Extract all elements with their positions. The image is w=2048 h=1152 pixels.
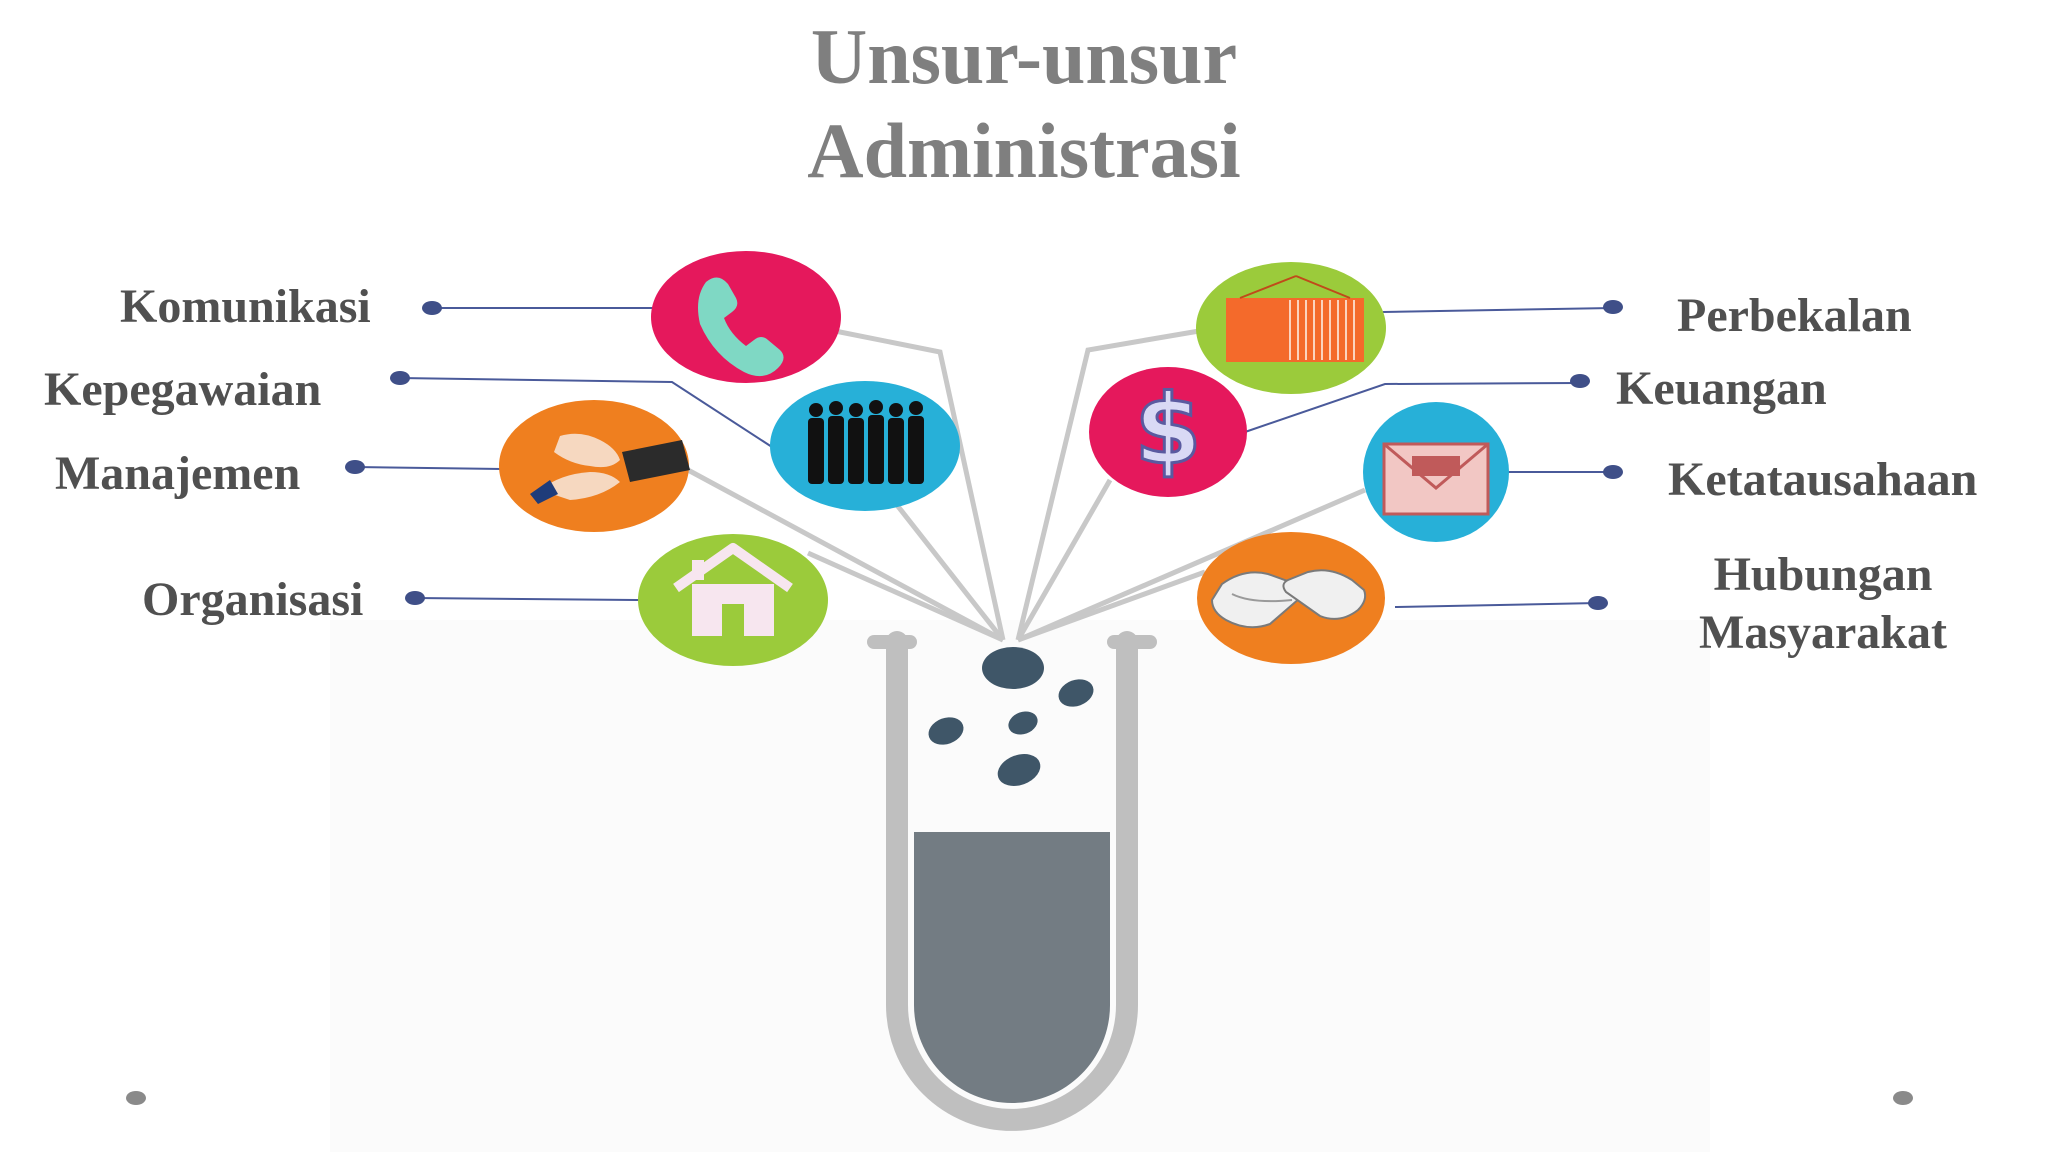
title-line-1: Unsur-unsur xyxy=(810,13,1238,100)
title-line-2: Administrasi xyxy=(807,107,1241,194)
icon-manajemen xyxy=(499,400,690,532)
stem-kepegawaian xyxy=(891,498,1005,642)
handshake-deal-icon xyxy=(530,433,690,504)
bubble xyxy=(997,754,1041,786)
connector-hubungan xyxy=(1394,602,1599,608)
bubble xyxy=(928,717,964,745)
phone-icon xyxy=(698,277,784,377)
icon-perbekalan xyxy=(1196,262,1386,394)
people-silhouette-icon xyxy=(808,400,924,484)
connector-perbekalan xyxy=(1382,307,1614,313)
dot-organisasi xyxy=(405,591,425,605)
stem-ketatausahaan xyxy=(1017,487,1366,643)
label-komunikasi: Komunikasi xyxy=(120,280,371,333)
label-keuangan: Keuangan xyxy=(1616,362,1827,415)
slide-dots xyxy=(126,1091,1913,1105)
bubble xyxy=(1058,679,1094,707)
bubble xyxy=(1008,711,1038,735)
shipping-container-icon xyxy=(1226,275,1364,362)
dollar-icon: $ xyxy=(1133,373,1203,488)
bubbles xyxy=(928,647,1094,786)
stem-lines xyxy=(686,327,1366,643)
slide-dot-left xyxy=(126,1091,146,1105)
stem-komunikasi xyxy=(829,327,1006,641)
dot-komunikasi xyxy=(422,301,442,315)
icon-organisasi xyxy=(638,534,828,666)
stem-organisasi xyxy=(806,550,1005,643)
tube-outline xyxy=(886,631,1138,1131)
icon-keuangan: $ xyxy=(1089,367,1247,497)
label-kepegawaian: Kepegawaian xyxy=(44,363,322,416)
liquid xyxy=(914,832,1110,1103)
dot-ketatausahaan xyxy=(1603,465,1623,479)
label-organisasi: Organisasi xyxy=(142,573,364,626)
connector-kepegawaian xyxy=(399,377,773,448)
svg-text:$: $ xyxy=(1135,374,1202,486)
dot-perbekalan xyxy=(1603,300,1623,314)
label-manajemen: Manajemen xyxy=(55,447,301,500)
envelope-icon xyxy=(1382,442,1490,516)
stem-keuangan xyxy=(1015,478,1113,642)
connector-keuangan xyxy=(1244,382,1581,433)
stem-manajemen xyxy=(686,467,1005,643)
label-hubungan-line-1: Hubungan xyxy=(1713,548,1933,601)
bubble xyxy=(982,647,1044,689)
dot-kepegawaian xyxy=(390,371,410,385)
dot-keuangan xyxy=(1570,374,1590,388)
connector-dots xyxy=(345,300,1623,610)
icon-hubungan xyxy=(1197,532,1385,664)
dot-hubungan xyxy=(1588,596,1608,610)
stem-hubungan xyxy=(1017,569,1206,643)
handshake-icon xyxy=(1210,569,1367,629)
connector-manajemen xyxy=(354,466,503,470)
dot-manajemen xyxy=(345,460,365,474)
stem-perbekalan xyxy=(1015,327,1206,641)
diagram-title: Unsur-unsur Administrasi xyxy=(624,10,1424,198)
house-icon xyxy=(673,543,793,636)
icon-komunikasi xyxy=(651,251,841,383)
connector-organisasi xyxy=(414,597,641,601)
icon-ketatausahaan xyxy=(1363,402,1509,542)
test-tube xyxy=(867,631,1157,1131)
slide-dot-right xyxy=(1893,1091,1913,1105)
connector-lines xyxy=(354,307,1614,608)
label-perbekalan: Perbekalan xyxy=(1677,289,1912,342)
label-hubungan-line-2: Masyarakat xyxy=(1699,606,1947,659)
icon-kepegawaian xyxy=(770,381,960,511)
label-hubungan-masyarakat: Hubungan Masyarakat xyxy=(1680,546,1966,662)
label-ketatausahaan: Ketatausahaan xyxy=(1668,453,1978,506)
